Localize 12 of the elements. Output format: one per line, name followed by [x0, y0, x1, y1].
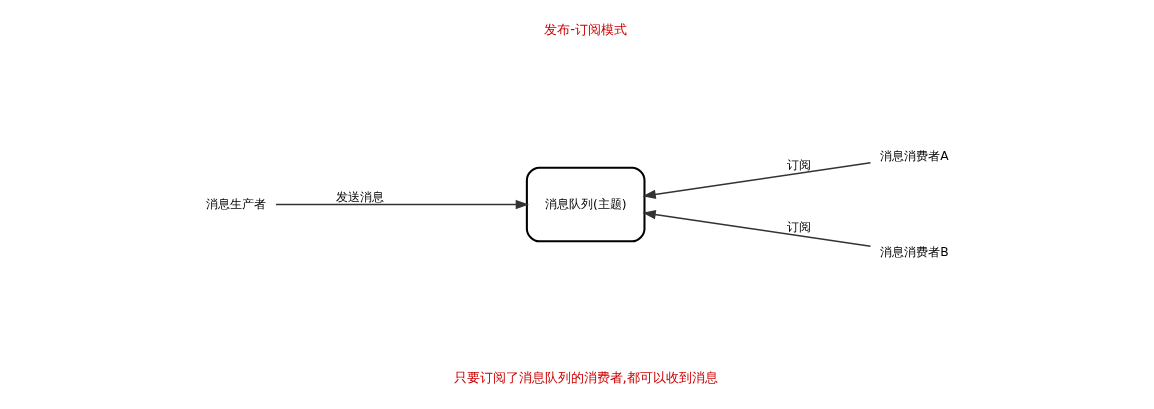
- arrow: [641, 162, 871, 199]
- edge-label: 订阅: [786, 158, 811, 173]
- node-text: 消息生产者: [205, 196, 266, 211]
- edge-label: 发送消息: [335, 190, 384, 205]
- edge-label: 订阅: [786, 219, 811, 234]
- label: 发布-订阅模式: [543, 22, 627, 38]
- arrow: [641, 210, 871, 247]
- label: 只要订阅了消息队列的消费者,都可以收到消息: [453, 369, 718, 385]
- node-box: 消息队列(主题): [525, 166, 645, 243]
- arrow: [274, 199, 529, 210]
- node-text: 消息消费者B: [879, 244, 949, 259]
- node-text: 消息消费者A: [879, 148, 949, 163]
